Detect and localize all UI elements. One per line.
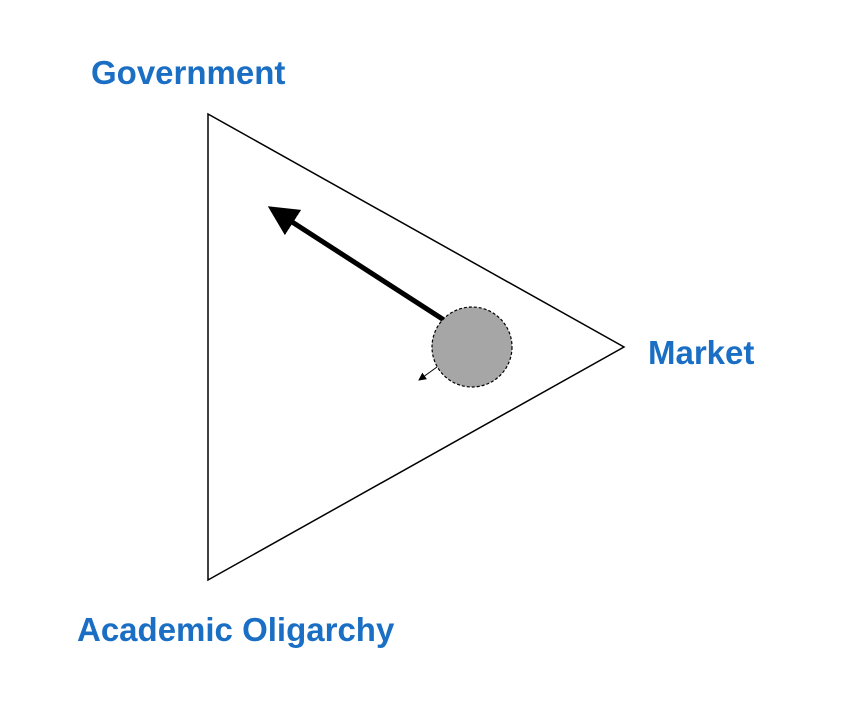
position-circle xyxy=(431,306,513,388)
shift-arrow-small xyxy=(418,366,438,381)
label-academic-oligarchy: Academic Oligarchy xyxy=(77,611,395,648)
label-market: Market xyxy=(648,334,755,371)
coordination-triangle xyxy=(207,112,626,582)
shift-arrow-large xyxy=(267,206,446,323)
label-government: Government xyxy=(91,54,286,91)
